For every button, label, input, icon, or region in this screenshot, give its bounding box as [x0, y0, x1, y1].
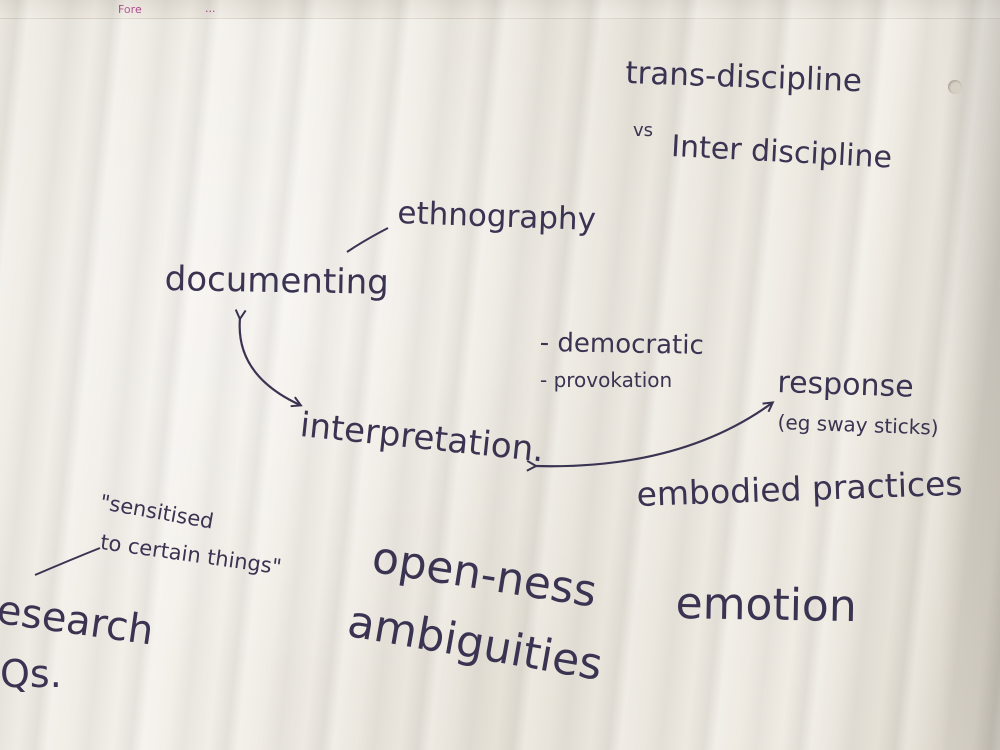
note-trans-discipline: trans-discipline — [624, 55, 863, 100]
note-response: response — [776, 365, 915, 405]
paper-shadow — [940, 0, 1000, 750]
note-ethnography: ethnography — [396, 195, 597, 238]
note-vs: vs — [633, 120, 654, 141]
punch-hole — [948, 80, 962, 94]
note-rqs: Qs. — [0, 652, 62, 696]
ethnography-link-line — [346, 227, 389, 253]
magenta-scribble-2: ... — [205, 2, 216, 15]
note-provokation: - provokation — [540, 368, 673, 392]
documenting-interpretation-arrow — [240, 318, 300, 405]
underlying-sheet-edge: Fore ... — [0, 0, 1000, 19]
sensitised-link-line — [34, 547, 101, 576]
interpretation-response-arrow — [535, 403, 772, 466]
note-democratic: - democratic — [539, 328, 705, 361]
note-emotion: emotion — [675, 578, 858, 633]
note-embodied-practices: embodied practices — [635, 463, 964, 514]
magenta-scribble: Fore — [118, 3, 142, 16]
note-response-example: (eg sway sticks) — [777, 410, 939, 440]
note-documenting: documenting — [164, 259, 390, 303]
